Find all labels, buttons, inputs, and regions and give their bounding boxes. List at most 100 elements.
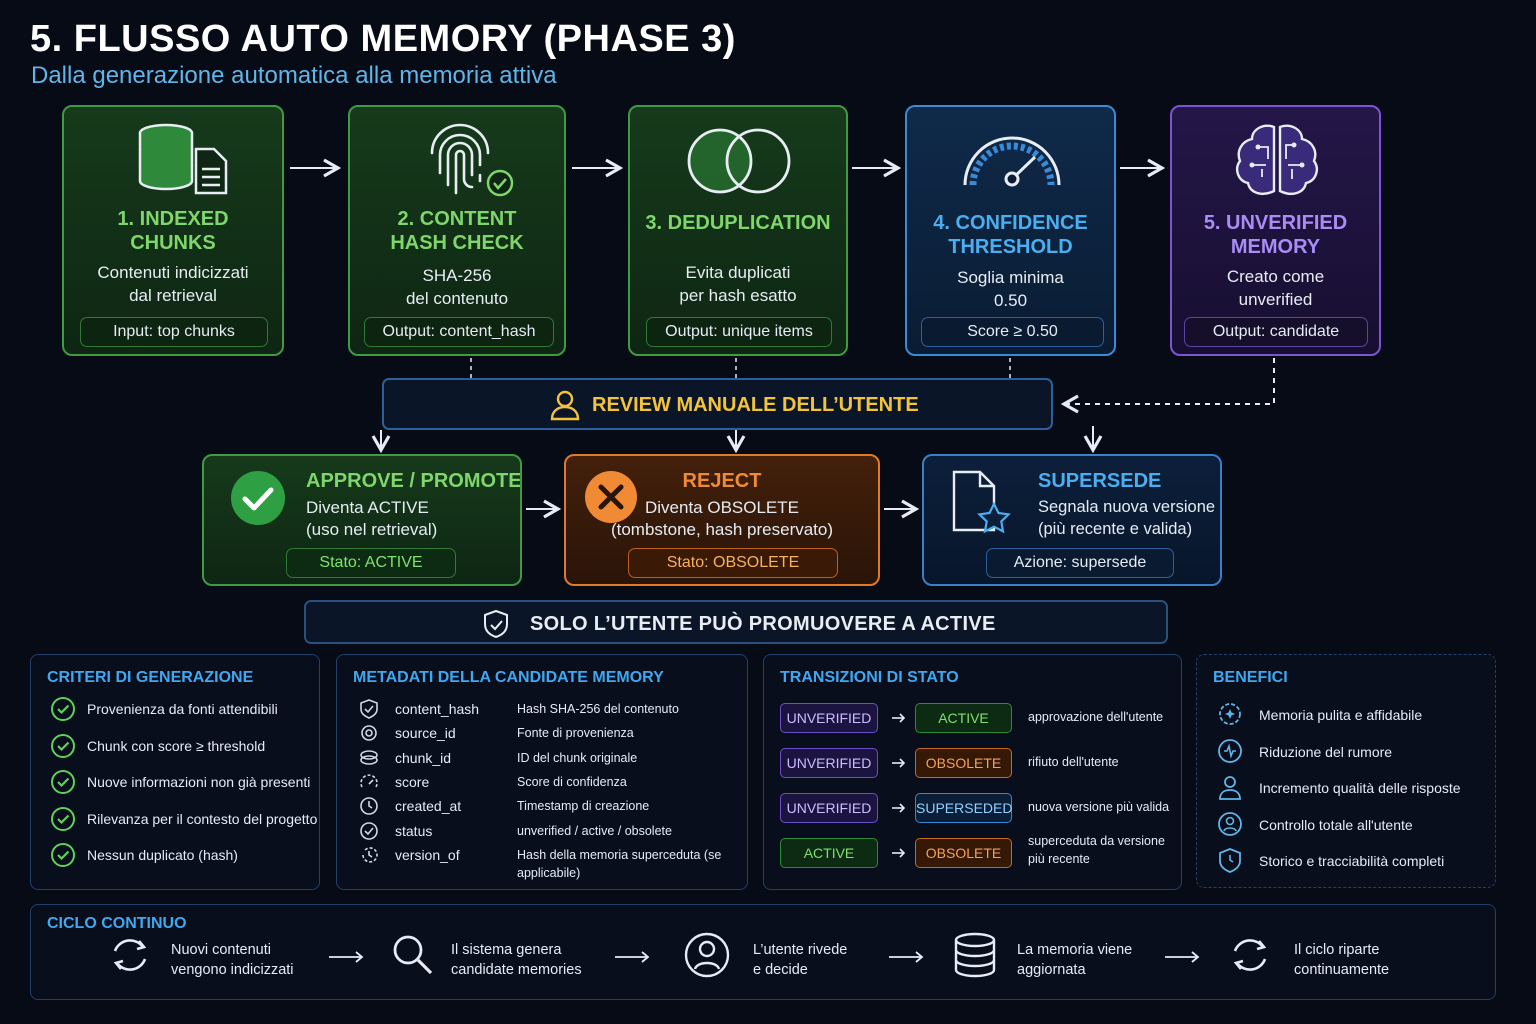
check-circle-icon (51, 843, 75, 867)
cycle-step-line2: candidate memories (451, 962, 582, 978)
user-quality-icon (1219, 776, 1241, 800)
step-title-line2: THRESHOLD (948, 236, 1073, 258)
shield-check-icon (360, 699, 378, 719)
cycle-step-line2: aggiornata (1017, 962, 1086, 978)
outcome-desc-line1: Diventa ACTIVE (306, 498, 429, 517)
state-to-badge: SUPERSEDED (915, 793, 1012, 823)
step-content-hash-check: 2. CONTENT HASH CHECK SHA-256 del conten… (348, 105, 566, 356)
metadata-desc: ID del chunk originale (517, 750, 638, 765)
cycle-step-line1: Il ciclo riparte (1294, 942, 1380, 958)
metadata-desc: Fonte di provenienza (517, 726, 634, 741)
benefit-item: Riduzione del rumore (1259, 743, 1393, 760)
criteria-item: Rilevanza per il contesto del progetto (87, 810, 318, 827)
step-desc-line2: 0.50 (993, 291, 1028, 310)
step-desc-line1: Contenuti indicizzati (97, 263, 249, 282)
metadata-title: METADATI DELLA CANDIDATE MEMORY (353, 669, 664, 686)
user-control-icon (1218, 811, 1242, 836)
state-from-badge: UNVERIFIED (780, 703, 878, 733)
step-confidence-threshold: 4. CONFIDENCE THRESHOLD Soglia minima 0.… (905, 105, 1116, 356)
cycle-step-line2: vengono indicizzati (171, 962, 294, 978)
arrow-right-icon (892, 758, 906, 768)
sparkle-gear-icon (1219, 703, 1241, 725)
transition-note: nuova versione più valida (1028, 800, 1170, 814)
history-icon (362, 846, 378, 863)
step-indexed-chunks: 1. INDEXED CHUNKS Contenuti indicizzati … (62, 105, 284, 356)
outcome-desc-line2: (uso nel retrieval) (306, 520, 438, 539)
criteria-panel: CRITERI DI GENERAZIONE Provenienza da fo… (30, 654, 320, 890)
metadata-desc-cont: applicabile) (517, 865, 581, 880)
arrow-right-icon (1165, 951, 1200, 963)
step-io-pill: Output: content_hash (364, 317, 554, 347)
brain-circuit-icon (1236, 124, 1318, 195)
metadata-desc: Hash della memoria superceduta (se (517, 847, 722, 862)
page-title: 5. FLUSSO AUTO MEMORY (PHASE 3) (30, 18, 736, 60)
step-desc-line2: del contenuto (405, 289, 509, 308)
step-title-line1: 5. UNVERIFIED (1203, 212, 1348, 234)
outcome-title: APPROVE / PROMOTE (306, 470, 522, 492)
database-icon (954, 932, 996, 978)
state-to-badge: ACTIVE (915, 703, 1012, 733)
outcome-approve: APPROVE / PROMOTE Diventa ACTIVE (uso ne… (202, 454, 522, 586)
cycle-step-line1: Il sistema genera (451, 942, 562, 958)
review-label: REVIEW MANUALE DELL’UTENTE (592, 394, 919, 416)
cycle-title: CICLO CONTINUO (47, 915, 187, 932)
step-title-line1: 2. CONTENT (397, 208, 517, 230)
metadata-desc: Score di confidenza (517, 774, 627, 789)
step-title-line2: MEMORY (1230, 236, 1321, 258)
database-document-icon (138, 123, 228, 195)
outcome-state-pill: Stato: ACTIVE (286, 548, 456, 578)
outcome-state-pill: Stato: OBSOLETE (628, 548, 838, 578)
check-circle-icon (51, 697, 75, 721)
cycle-step-line2: continuamente (1294, 962, 1390, 978)
rule-bar: SOLO L’UTENTE PUÒ PROMUOVERE A ACTIVE (304, 600, 1168, 644)
criteria-item: Provenienza da fonti attendibili (87, 701, 278, 717)
check-circle-icon (51, 806, 75, 831)
metadata-field: version_of (395, 846, 460, 863)
cycle-step-line2: e decide (753, 962, 808, 978)
metadata-field: status (395, 822, 433, 839)
gauge-icon (963, 136, 1061, 187)
arrow-right-icon (892, 803, 906, 813)
overlapping-circles-icon (687, 128, 791, 194)
step-title-line1: 4. CONFIDENCE (933, 212, 1088, 234)
step-unverified-memory: 5. UNVERIFIED MEMORY Creato come unverif… (1170, 105, 1381, 356)
state-from-badge: UNVERIFIED (780, 748, 878, 778)
cycle-step-line1: L’utente rivede (753, 942, 848, 958)
state-from-badge: ACTIVE (780, 838, 878, 868)
user-circle-icon (684, 932, 730, 978)
step-desc-line1: Evita duplicati (685, 263, 791, 282)
benefit-item: Storico e tracciabilità completi (1259, 853, 1445, 869)
transition-note: rifiuto dell'utente (1028, 755, 1119, 769)
transition-note-cont: più recente (1028, 852, 1090, 866)
x-circle-icon (585, 471, 637, 523)
step-desc-line2: dal retrieval (129, 286, 217, 305)
metadata-field: score (395, 773, 430, 790)
rule-label: SOLO L’UTENTE PUÒ PROMUOVERE A ACTIVE (530, 613, 996, 635)
step-io-pill: Output: candidate (1184, 317, 1368, 347)
metadata-desc: unverified / active / obsolete (517, 823, 672, 838)
arrow-right-icon (329, 951, 364, 963)
outcome-supersede: SUPERSEDE Segnala nuova versione (più re… (922, 454, 1222, 586)
step-title-line1: 1. INDEXED (117, 208, 229, 230)
noise-reduction-icon (1218, 738, 1242, 763)
outcome-desc-line2: (tombstone, hash preservato) (610, 520, 834, 539)
criteria-item: Nessun duplicato (hash) (87, 847, 238, 863)
outcome-desc-line2: (più recente e valida) (1038, 520, 1193, 538)
step-io-pill: Score ≥ 0.50 (921, 317, 1104, 347)
outcome-action-pill: Azione: supersede (986, 548, 1174, 578)
transition-note: superceduta da versione (1028, 834, 1165, 848)
outcome-title: SUPERSEDE (1038, 470, 1162, 492)
history-shield-icon (1219, 848, 1241, 873)
outcome-reject: REJECT Diventa OBSOLETE (tombstone, hash… (564, 454, 880, 586)
outcome-title: REJECT (682, 470, 762, 492)
step-desc-line1: Creato come (1226, 267, 1325, 286)
step-desc-line1: SHA-256 (422, 266, 492, 285)
step-title-line1: 3. DEDUPLICATION (645, 212, 831, 234)
criteria-title: CRITERI DI GENERAZIONE (47, 669, 254, 686)
step-desc-line2: per hash esatto (679, 286, 797, 305)
metadata-field: source_id (395, 725, 456, 742)
transitions-title: TRANSIZIONI DI STATO (780, 669, 959, 686)
